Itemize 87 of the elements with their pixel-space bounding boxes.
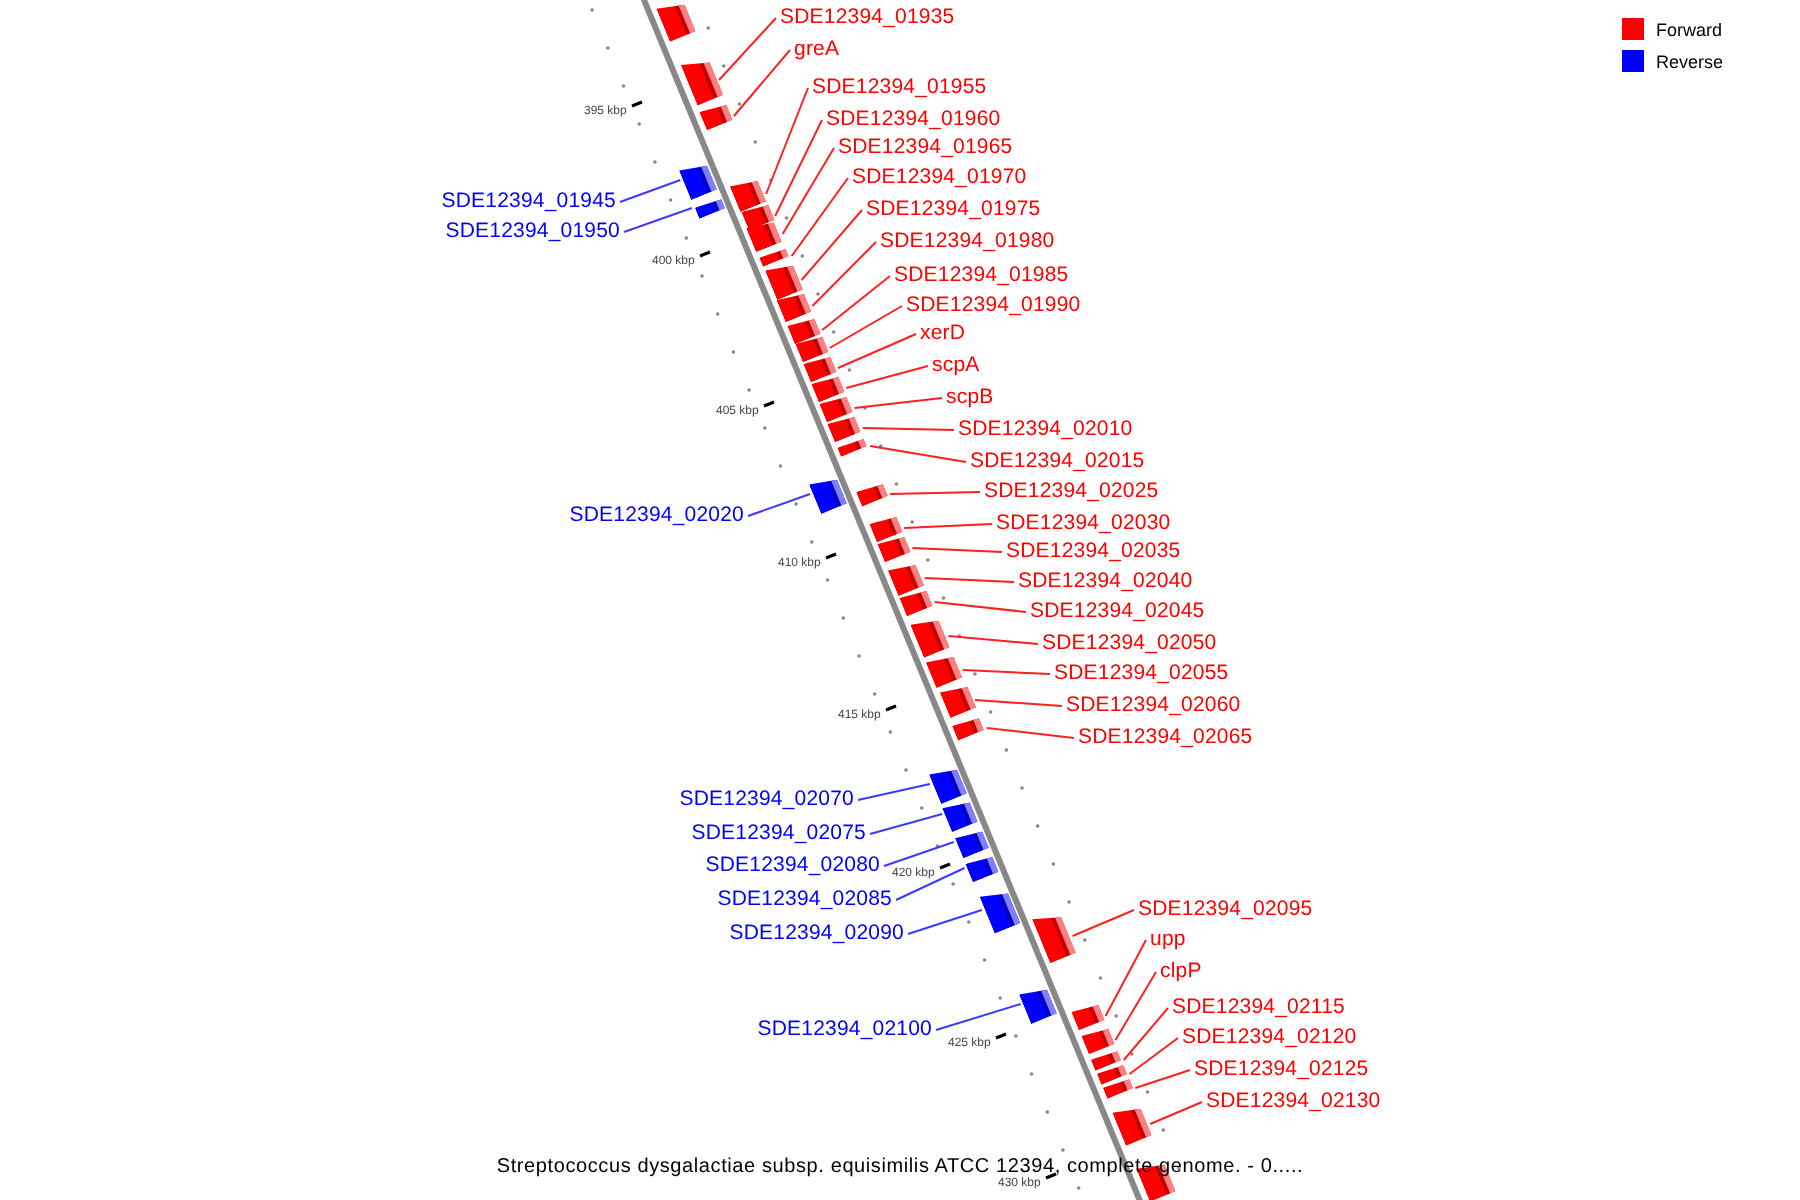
- leader-line: [1114, 971, 1157, 1041]
- gene-label: SDE12394_02035: [1006, 539, 1181, 565]
- gene-label: SDE12394_02065: [1078, 725, 1253, 751]
- gene-label: SDE12394_01950: [445, 219, 620, 245]
- leader-line: [933, 601, 1027, 613]
- gene-label: SDE12394_02125: [1194, 1057, 1369, 1083]
- gene-label: SDE12394_02080: [705, 853, 880, 879]
- gene-label: xerD: [920, 321, 966, 347]
- gene-label: SDE12394_02015: [970, 449, 1145, 475]
- gene-label: SDE12394_02120: [1182, 1025, 1357, 1051]
- legend-label: Reverse: [1656, 51, 1724, 71]
- gene-label: SDE12394_01955: [812, 75, 987, 101]
- gene-label: SDE12394_02100: [757, 1017, 932, 1043]
- gene-label: SDE12394_02030: [996, 511, 1171, 537]
- leader-line: [790, 177, 849, 257]
- gene-label: SDE12394_02050: [1042, 631, 1217, 657]
- leader-line: [853, 397, 943, 409]
- gene-block: [699, 101, 733, 131]
- gene-block: [694, 197, 726, 219]
- leader-line: [828, 305, 903, 349]
- gene-block: [837, 436, 868, 456]
- leader-line: [623, 207, 693, 233]
- gene-label: SDE12394_01965: [838, 135, 1013, 161]
- gene-block: [1090, 1049, 1121, 1071]
- gene-block: [758, 246, 789, 266]
- gene-label: SDE12394_01960: [826, 107, 1001, 133]
- gene-label: SDE12394_01975: [866, 197, 1041, 223]
- gene-label: upp: [1150, 927, 1186, 953]
- gene-label: SDE12394_01980: [880, 229, 1055, 255]
- gene-label: SDE12394_02075: [691, 821, 866, 847]
- gene-label: SDE12394_02090: [729, 921, 904, 947]
- leader-line: [781, 147, 835, 235]
- leader-line: [1104, 939, 1147, 1017]
- leader-line: [961, 669, 1051, 675]
- gene-label: SDE12394_02055: [1054, 661, 1229, 687]
- leader-line: [985, 727, 1075, 739]
- leader-line: [883, 841, 955, 867]
- gene-label: SDE12394_02070: [679, 787, 854, 813]
- leader-line: [837, 333, 917, 369]
- leader-line: [774, 119, 823, 217]
- gene-label: scpB: [946, 385, 994, 411]
- leader-line: [1128, 1037, 1179, 1075]
- gene-label: SDE12394_02130: [1206, 1089, 1381, 1115]
- leader-line: [1134, 1069, 1191, 1089]
- gene-label: SDE12394_02020: [569, 503, 744, 529]
- caption: Streptococcus dysgalactiae subsp. equisimilis ATCC 12394, complete genome. - 0.....: [494, 1156, 1306, 1178]
- leader-line: [903, 523, 993, 529]
- gene-block: [1070, 1001, 1105, 1031]
- leader-line: [732, 49, 791, 117]
- gene-label: scpA: [932, 353, 980, 379]
- gene-label: SDE12394_01990: [906, 293, 1081, 319]
- leader-line: [845, 365, 929, 389]
- leader-line: [718, 17, 777, 81]
- leader-line: [895, 867, 966, 901]
- gene-label: SDE12394_02095: [1138, 897, 1313, 923]
- gene-block: [656, 0, 697, 42]
- gene-label: SDE12394_02010: [958, 417, 1133, 443]
- gene-block: [1080, 1025, 1115, 1055]
- leader-line: [974, 699, 1063, 707]
- gene-label: SDE12394_02040: [1018, 569, 1193, 595]
- leader-line: [1071, 909, 1135, 937]
- leader-line: [923, 577, 1015, 583]
- gene-label: clpP: [1160, 959, 1202, 985]
- gene-label: SDE12394_02115: [1172, 995, 1345, 1021]
- leader-line: [869, 813, 944, 835]
- gene-label: SDE12394_02085: [717, 887, 892, 913]
- leader-line: [889, 491, 981, 495]
- leader-line: [911, 547, 1003, 553]
- legend-label: Forward: [1656, 19, 1723, 39]
- gene-label: SDE12394_01935: [780, 5, 955, 31]
- gene-label: SDE12394_02060: [1066, 693, 1241, 719]
- leader-line: [821, 275, 891, 331]
- gene-block: [869, 513, 903, 543]
- leader-line: [869, 445, 967, 463]
- gene-block: [856, 481, 888, 507]
- gene-label: SDE12394_02045: [1030, 599, 1205, 625]
- gene-label: SDE12394_02025: [984, 479, 1159, 505]
- leader-line: [861, 427, 955, 431]
- gene-label: SDE12394_01985: [894, 263, 1069, 289]
- gene-block: [954, 826, 989, 858]
- gene-block: [965, 853, 1000, 883]
- leader-line: [1122, 1007, 1169, 1061]
- gene-label: SDE12394_01970: [852, 165, 1027, 191]
- gene-label: greA: [794, 37, 840, 63]
- leader-line: [811, 241, 877, 307]
- gene-block: [952, 715, 985, 741]
- gene-label: SDE12394_01945: [441, 189, 616, 215]
